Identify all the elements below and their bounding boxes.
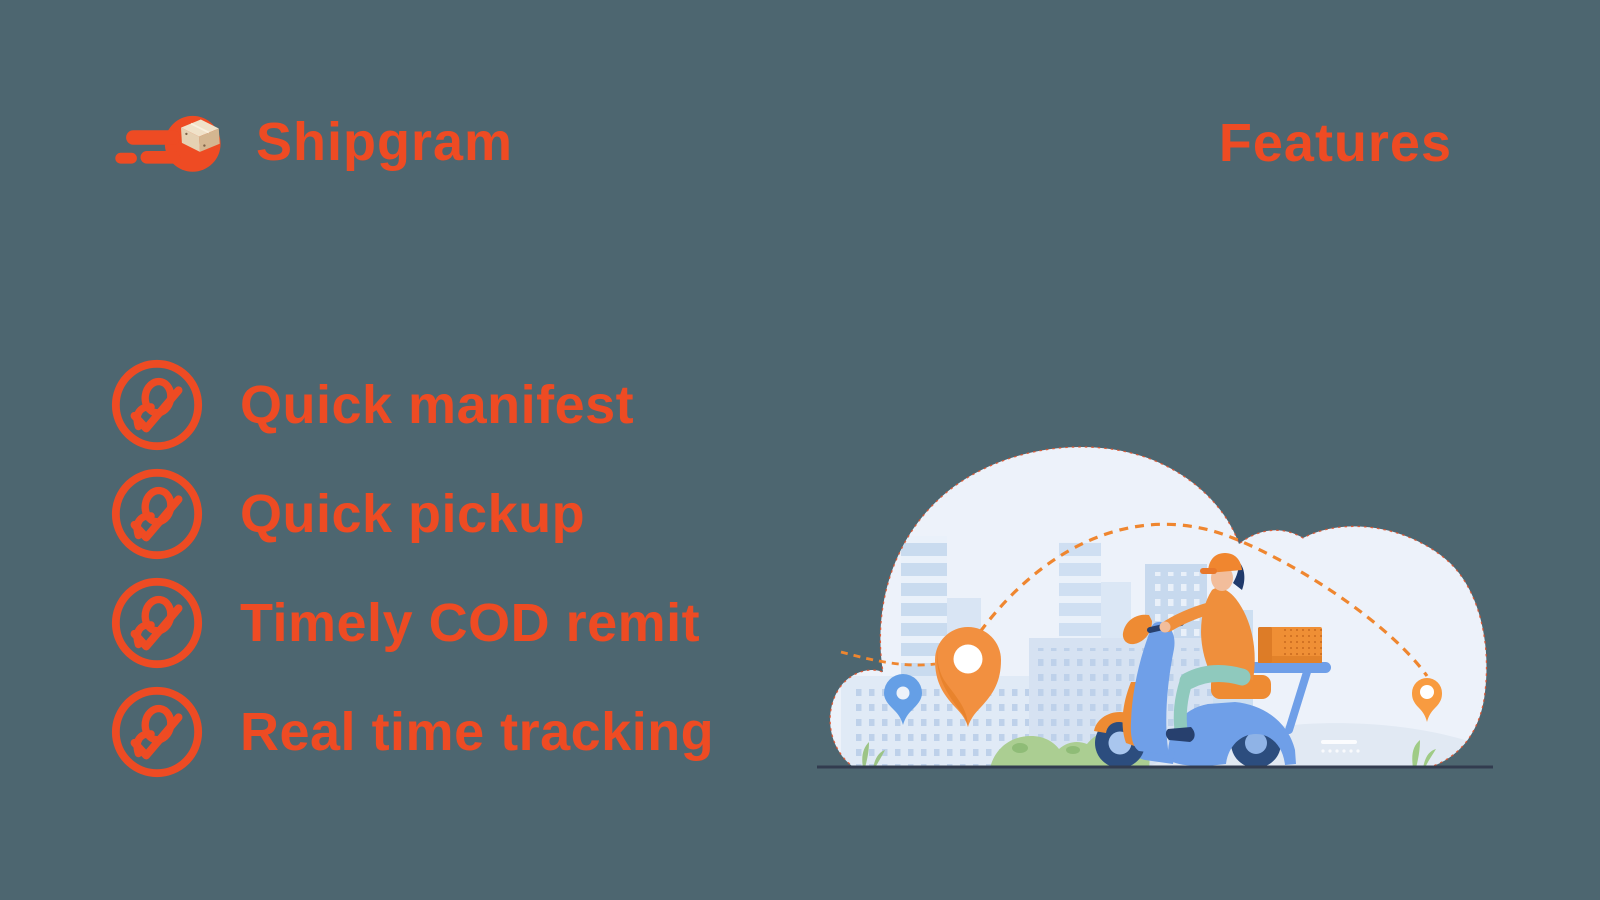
rear-rack <box>1239 662 1331 673</box>
user-check-icon <box>108 356 206 454</box>
parcel-box <box>1258 627 1322 663</box>
hill <box>1145 723 1487 768</box>
location-pin-right-orange <box>1412 678 1442 722</box>
delivery-rider-illustration <box>815 430 1495 770</box>
grass-left <box>862 742 885 768</box>
brand-name: Shipgram <box>256 112 514 172</box>
grass-right <box>1412 740 1436 768</box>
feature-list: Quick manifest Quick pickup <box>108 356 714 792</box>
feature-item: Real time tracking <box>108 683 714 781</box>
package-comet-icon <box>115 115 221 172</box>
location-pin-small-blue <box>884 674 922 725</box>
features-nav-heading[interactable]: Features <box>1218 113 1452 173</box>
feature-label: Quick manifest <box>240 375 635 435</box>
location-pin-large-orange <box>935 627 1001 727</box>
feature-label: Timely COD remit <box>240 593 701 653</box>
user-check-icon <box>108 465 206 563</box>
delivery-rider <box>1159 553 1255 742</box>
feature-item: Quick pickup <box>108 465 714 563</box>
feature-item: Timely COD remit <box>108 574 714 672</box>
user-check-icon <box>108 683 206 781</box>
feature-label: Real time tracking <box>240 702 715 762</box>
user-check-icon <box>108 574 206 672</box>
brand[interactable]: Shipgram <box>108 106 513 178</box>
feature-item: Quick manifest <box>108 356 714 454</box>
feature-label: Quick pickup <box>240 484 586 544</box>
route-arc <box>978 522 1429 677</box>
